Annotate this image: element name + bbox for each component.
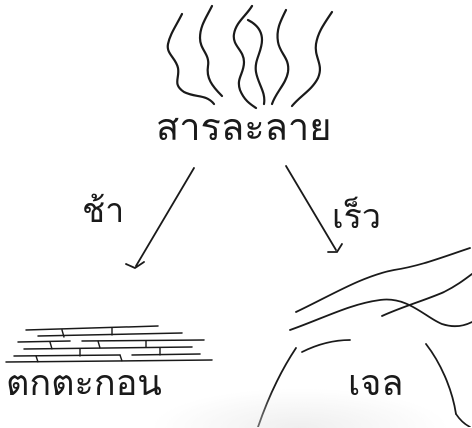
gel-label: เจล: [348, 366, 403, 402]
solution-wave-3: [234, 6, 256, 108]
slow-arrow: [126, 168, 194, 268]
solution-label: สารละลาย: [156, 108, 332, 146]
slow-label: ช้า: [82, 194, 124, 228]
solution-wave-5: [272, 10, 288, 104]
solution-waves: [168, 6, 332, 108]
bottom-shadow: [150, 388, 450, 428]
fast-label: เร็ว: [332, 200, 381, 234]
solution-wave-4: [248, 20, 264, 104]
precipitate-layers: [6, 326, 212, 362]
precipitate-label: ตกตะกอน: [6, 366, 162, 402]
solution-wave-6: [292, 12, 332, 106]
solution-wave-2: [200, 6, 222, 96]
